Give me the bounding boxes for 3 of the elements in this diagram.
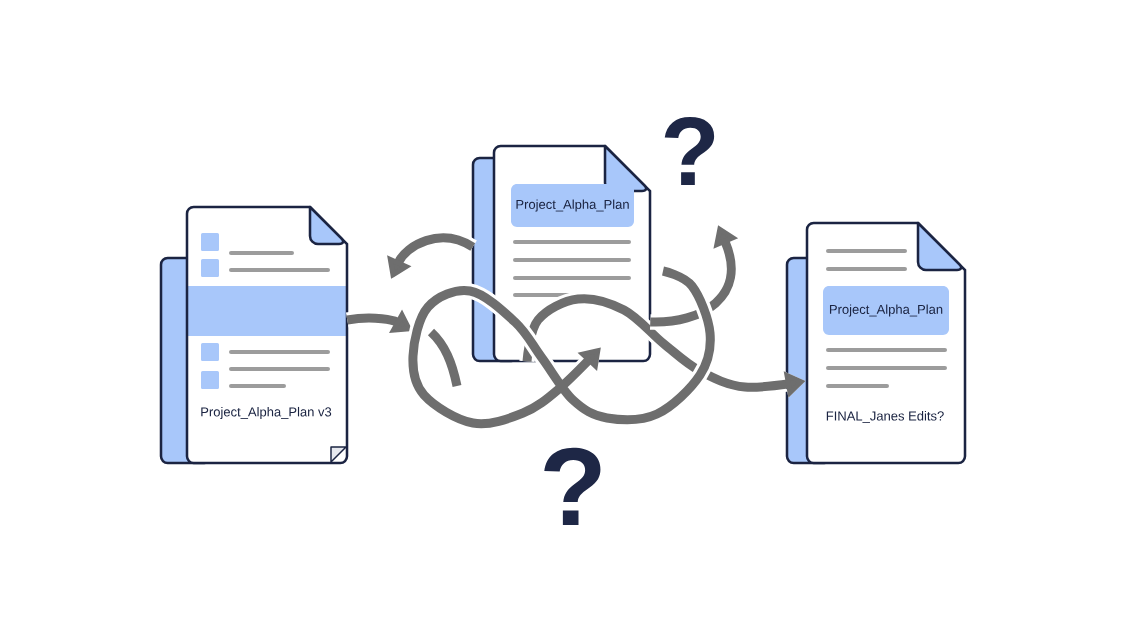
arrow <box>405 263 718 432</box>
question-mark: ? <box>664 117 715 185</box>
question-mark: ? <box>544 447 601 525</box>
